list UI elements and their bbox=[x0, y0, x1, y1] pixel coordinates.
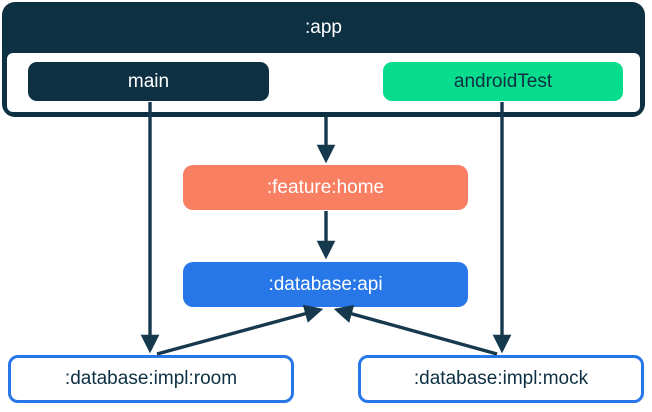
node-android-test-label: androidTest bbox=[453, 70, 553, 92]
node-app: :app main androidTest bbox=[2, 2, 645, 117]
node-database-impl-mock: :database:impl:mock bbox=[358, 355, 644, 403]
node-main: main bbox=[28, 62, 269, 101]
node-android-test: androidTest bbox=[383, 62, 623, 101]
node-database-api: :database:api bbox=[183, 262, 468, 307]
node-feature-home: :feature:home bbox=[183, 165, 468, 210]
node-database-impl-room: :database:impl:room bbox=[8, 355, 294, 403]
node-app-label: :app bbox=[305, 16, 342, 38]
node-database-api-label: :database:api bbox=[268, 273, 383, 295]
edge-database_impl_mock-to-database_api bbox=[333, 304, 498, 356]
node-database-impl-room-label: :database:impl:room bbox=[64, 368, 238, 389]
node-app-source-sets: main androidTest bbox=[7, 53, 640, 112]
edge-database_impl_room-to-database_api bbox=[156, 304, 324, 356]
dependency-arrows bbox=[140, 102, 512, 356]
node-main-label: main bbox=[127, 70, 170, 92]
node-feature-home-label: :feature:home bbox=[266, 176, 385, 198]
node-database-impl-mock-label: :database:impl:mock bbox=[413, 368, 589, 389]
